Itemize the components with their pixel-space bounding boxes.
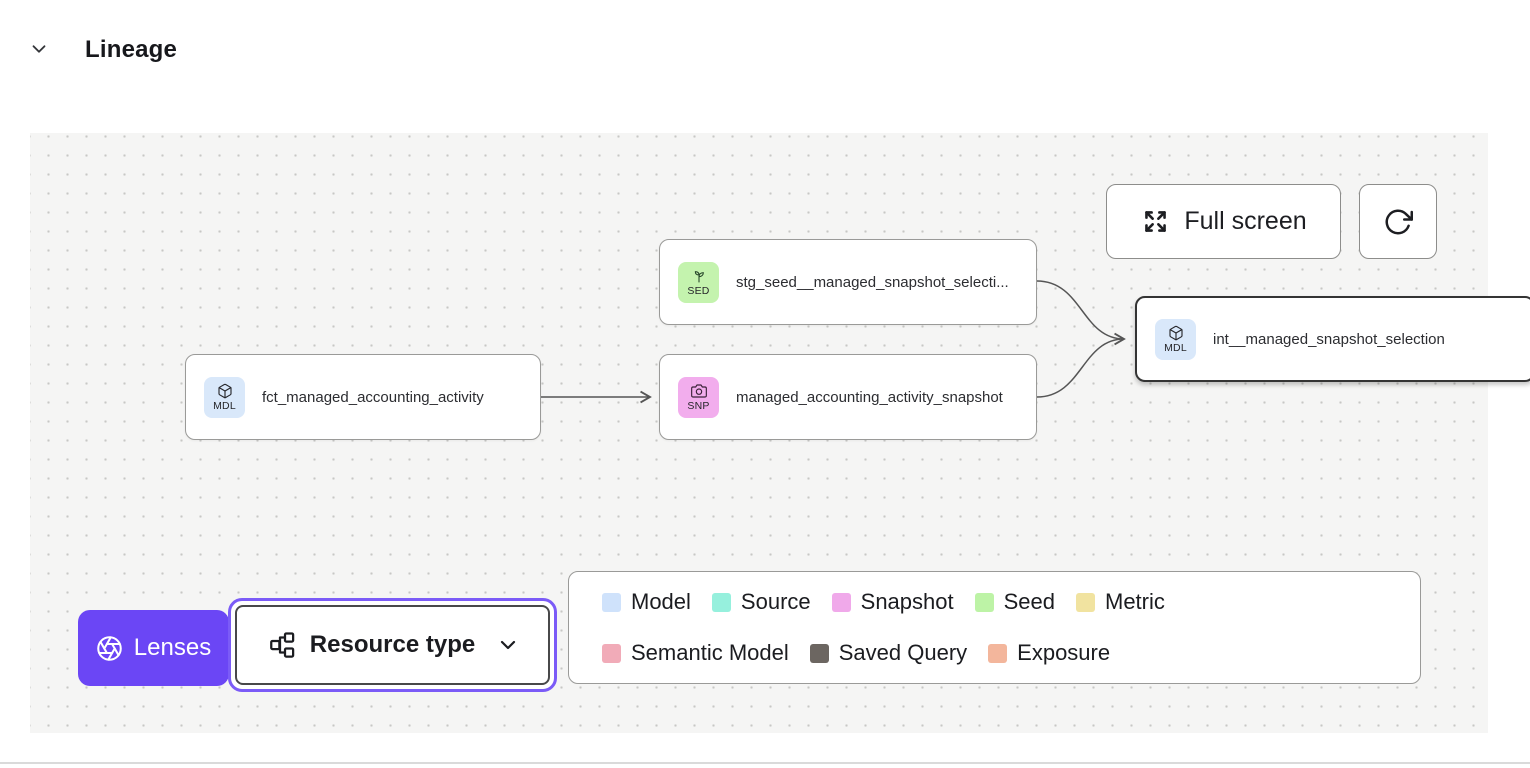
exposure-swatch [988, 643, 1008, 663]
hierarchy-icon [265, 630, 295, 660]
snapshot-swatch [831, 592, 851, 612]
collapse-chevron-icon[interactable] [28, 38, 50, 60]
camera-icon [690, 383, 707, 398]
lenses-button-label: Lenses [133, 634, 212, 661]
chevron-down-icon [496, 633, 520, 657]
semantic-model-swatch [602, 643, 621, 663]
node-label: fct_managed_accounting_activity [262, 388, 484, 406]
refresh-icon [1383, 207, 1413, 237]
model-type-badge: MDL [204, 376, 245, 418]
resource-type-dropdown[interactable]: Resource type [228, 598, 557, 692]
edge-snp-to-int [1036, 338, 1125, 398]
model-swatch [602, 592, 621, 612]
legend-row-2: Semantic Model Saved Query Exposure [602, 640, 1420, 666]
legend-item: Source [711, 589, 811, 615]
legend-item: Exposure [988, 640, 1110, 666]
snapshot-type-badge: SNP [678, 376, 719, 418]
seed-swatch [974, 592, 994, 612]
page-title: Lineage [85, 36, 178, 63]
node-label: managed_accounting_activity_snapshot [736, 388, 1003, 406]
legend-item: Seed [974, 589, 1055, 615]
edge-sed-to-int [1036, 280, 1126, 346]
lineage-section-header: Lineage [0, 0, 1530, 100]
fullscreen-button[interactable]: Full screen [1106, 184, 1341, 259]
fullscreen-button-label: Full screen [1184, 207, 1307, 235]
resource-type-dropdown-label: Resource type [309, 631, 476, 658]
sprout-icon [694, 270, 704, 283]
refresh-button[interactable] [1359, 184, 1437, 259]
legend-item: Saved Query [809, 640, 967, 666]
node-label: stg_seed__managed_snapshot_selecti... [736, 273, 1009, 291]
lineage-canvas[interactable]: Full screen MDL fct_managed_accounting_a… [30, 133, 1530, 733]
metric-swatch [1076, 592, 1095, 612]
node-stg-seed-managed-snapshot-selection[interactable]: SED stg_seed__managed_snapshot_selecti..… [659, 239, 1037, 325]
node-label: int__managed_snapshot_selection [1213, 330, 1445, 348]
expand-arrows-icon [1140, 206, 1171, 237]
cube-icon [217, 383, 232, 398]
node-managed-accounting-activity-snapshot[interactable]: SNP managed_accounting_activity_snapshot [659, 354, 1037, 440]
source-swatch [711, 592, 731, 612]
legend-item: Semantic Model [602, 640, 789, 666]
resource-type-legend: Model Source Snapshot Seed Metric Semant… [568, 571, 1421, 684]
legend-item: Metric [1076, 589, 1165, 615]
aperture-icon [96, 635, 123, 662]
saved-query-swatch [809, 643, 829, 663]
legend-item: Snapshot [831, 589, 954, 615]
legend-item: Model [602, 589, 691, 615]
node-int-managed-snapshot-selection[interactable]: MDL int__managed_snapshot_selection [1135, 296, 1530, 382]
lenses-button[interactable]: Lenses [78, 610, 229, 686]
model-type-badge: MDL [1155, 318, 1196, 360]
seed-type-badge: SED [678, 261, 719, 303]
cube-icon [1168, 325, 1183, 340]
badge-label: SNP [687, 399, 710, 412]
legend-row-1: Model Source Snapshot Seed Metric [602, 589, 1420, 615]
badge-label: SED [687, 284, 710, 297]
node-fct-managed-accounting-activity[interactable]: MDL fct_managed_accounting_activity [185, 354, 541, 440]
badge-label: MDL [213, 399, 236, 412]
bottom-divider [0, 762, 1530, 764]
badge-label: MDL [1164, 341, 1187, 354]
